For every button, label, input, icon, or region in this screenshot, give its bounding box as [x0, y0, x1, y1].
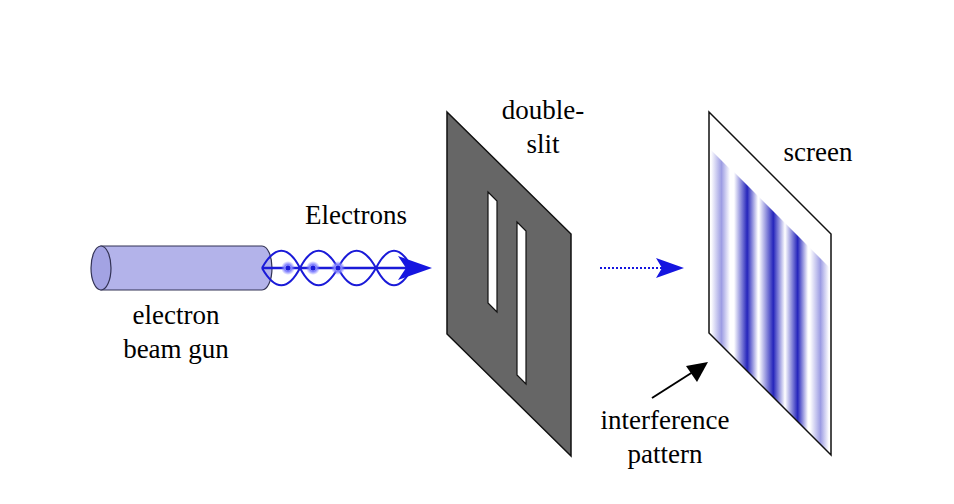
device-label: screen [763, 135, 873, 169]
double-slit-plate [447, 112, 571, 456]
beam-label: Electrons [281, 198, 431, 232]
electron-wave [262, 251, 432, 286]
device-label: electron beam gun [101, 298, 251, 366]
electron-gun [91, 246, 272, 290]
dotted-arrow [600, 258, 684, 278]
leader-arrow [652, 362, 708, 398]
pattern-label: interference pattern [578, 403, 753, 471]
device-label: double- slit [493, 93, 593, 161]
